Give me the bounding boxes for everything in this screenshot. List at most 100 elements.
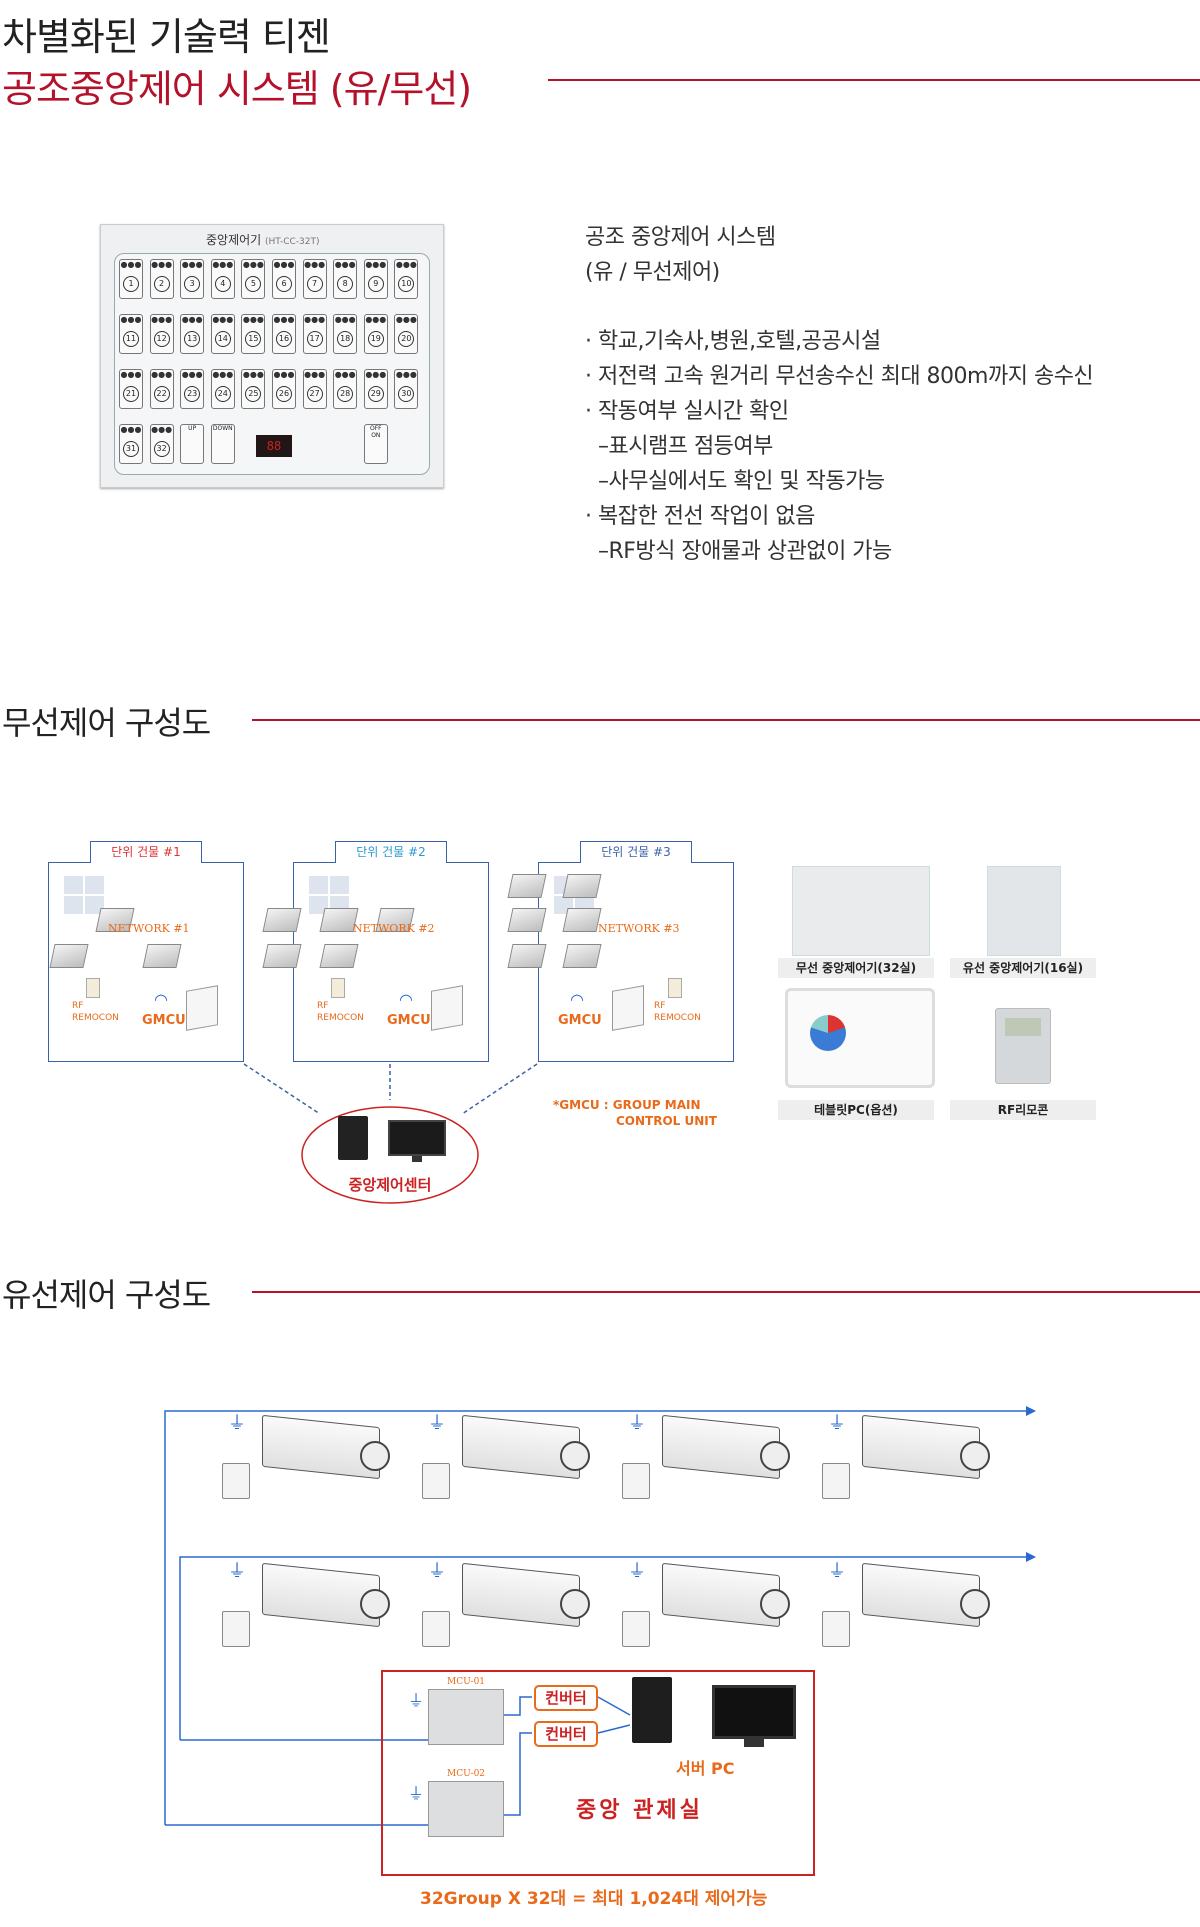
- building-2-gmcu-label: GMCU: [387, 1013, 431, 1028]
- ceiling-cassette-icon: [507, 944, 547, 968]
- panel-button-8: ●●●8: [333, 259, 358, 299]
- building-3-gmcu-label: GMCU: [558, 1013, 602, 1028]
- building-3-network-label: NETWORK #3: [598, 922, 680, 935]
- arrow-top-icon: [1026, 1406, 1036, 1416]
- panel-button-15: ●●●15: [241, 314, 266, 354]
- server-pc-label: 서버 PC: [676, 1759, 735, 1778]
- building-2-window-icon: [309, 876, 349, 914]
- converter-1-badge: 컨버터: [534, 1685, 598, 1711]
- wall-controller-icon: [422, 1463, 450, 1499]
- panel-button-26: ●●●26: [272, 369, 296, 409]
- ceiling-cassette-icon: [562, 874, 602, 898]
- desc-title-1: 공조 중앙제어 시스템: [585, 225, 776, 250]
- panel-label: 중앙제어기: [206, 233, 262, 247]
- duct-port-icon: [960, 1441, 990, 1471]
- wifi-icon: ◠: [154, 990, 168, 1009]
- duct-port-icon: [360, 1441, 390, 1471]
- gmcu-device-icon: [612, 985, 644, 1031]
- power-plug-icon: ⏚: [628, 1413, 646, 1434]
- capacity-note: 32Group X 32대 = 최대 1,024대 제어가능: [420, 1889, 768, 1909]
- panel-button-4: ●●●4: [210, 259, 235, 299]
- rf-remote-icon: [668, 978, 682, 998]
- product-caption-3: 테블릿PC(옵션): [778, 1100, 934, 1120]
- panel-button-29: ●●●29: [363, 369, 388, 409]
- panel-model: (HT-CC-32T): [265, 237, 320, 247]
- building-1-gmcu-label: GMCU: [142, 1013, 186, 1028]
- wall-controller-icon: [622, 1611, 650, 1647]
- product-wired-controller-image: [987, 866, 1061, 956]
- ceiling-cassette-icon: [507, 908, 547, 932]
- panel-button-1: ●●●1: [119, 259, 143, 299]
- intro-bullet-1: · 학교,기숙사,병원,호텔,공공시설: [585, 329, 881, 354]
- panel-button-25: ●●●25: [241, 369, 266, 409]
- product-wireless-controller-image: [792, 866, 930, 956]
- panel-button-16: ●●●16: [272, 314, 296, 354]
- wireless-divider: [252, 719, 1200, 721]
- product-tablet-image: [785, 988, 935, 1088]
- wifi-icon: ◠: [570, 990, 584, 1009]
- plug-icon-mcu2: ⏚: [408, 1784, 425, 1803]
- power-plug-icon: ⏚: [828, 1413, 846, 1434]
- building-1-network-label: NETWORK #1: [108, 922, 190, 935]
- tablet-pie-chart-icon: [810, 1015, 846, 1051]
- center-label: 중앙제어센터: [348, 1176, 432, 1194]
- panel-function-button-3: OFF ON: [363, 424, 388, 464]
- remocon-label: REMOCON: [72, 1013, 119, 1023]
- wall-controller-icon: [222, 1463, 250, 1499]
- control-room-box: [381, 1670, 815, 1876]
- rf-label: RF: [317, 1001, 329, 1011]
- ceiling-cassette-icon: [262, 908, 302, 932]
- panel-button-10: ●●●10: [394, 259, 419, 299]
- mcu2-to-converter: [500, 1732, 532, 1816]
- duct-port-icon: [760, 1441, 790, 1471]
- panel-button-27: ●●●27: [302, 369, 327, 409]
- panel-button-3: ●●●3: [180, 259, 205, 299]
- rf-remote-icon: [331, 978, 345, 998]
- panel-button-6: ●●●6: [272, 259, 296, 299]
- building-1-tab: 단위 건물 #1: [90, 841, 202, 863]
- panel-button-12: ●●●12: [149, 314, 174, 354]
- intro-bullet-3: · 작동여부 실시간 확인: [585, 399, 789, 424]
- center-monitor-icon: [388, 1120, 446, 1156]
- server-monitor-icon: [712, 1685, 796, 1739]
- panel-button-17: ●●●17: [302, 314, 327, 354]
- panel-button-30: ●●●30: [394, 369, 419, 409]
- building-3-tab: 단위 건물 #3: [580, 841, 692, 863]
- section-title-wireless: 무선제어 구성도: [2, 704, 211, 742]
- mcu1-to-converter: [500, 1696, 532, 1716]
- ceiling-cassette-icon: [507, 874, 547, 898]
- panel-button-9: ●●●9: [363, 259, 388, 299]
- ceiling-cassette-icon: [142, 944, 182, 968]
- gmcu-note-line2: CONTROL UNIT: [616, 1114, 717, 1128]
- panel-button-13: ●●●13: [180, 314, 205, 354]
- ceiling-cassette-icon: [319, 944, 359, 968]
- wifi-icon: ◠: [399, 990, 413, 1009]
- mcu-01-label: MCU-01: [447, 1677, 486, 1687]
- power-plug-icon: ⏚: [828, 1561, 846, 1582]
- rf-label: RF: [654, 1001, 666, 1011]
- building-2-network-label: NETWORK #2: [353, 922, 435, 935]
- wired-diagram: ⏚⏚⏚⏚⏚⏚⏚⏚ MCU-01 MCU-02 ⏚ ⏚ 컨버터 컨버터 서버 PC…: [0, 1395, 1200, 1909]
- panel-button-5: ●●●5: [241, 259, 266, 299]
- page-title-line1: 차별화된 기술력 티젠: [2, 15, 331, 59]
- wall-controller-icon: [822, 1611, 850, 1647]
- panel-button-28: ●●●28: [333, 369, 358, 409]
- mcu-02-label: MCU-02: [447, 1769, 486, 1779]
- power-plug-icon: ⏚: [428, 1561, 446, 1582]
- converter-2-badge: 컨버터: [534, 1721, 598, 1747]
- product-caption-2: 유선 중앙제어기(16실): [950, 958, 1096, 978]
- rf-remote-icon: [86, 978, 100, 998]
- wireless-diagram: 단위 건물 #1 NETWORK #1 RF REMOCON GMCU ◠ 단위 건물 #2…: [0, 830, 1200, 1210]
- remocon-label: REMOCON: [654, 1013, 701, 1023]
- panel-button-7: ●●●7: [302, 259, 327, 299]
- panel-button-20: ●●●20: [394, 314, 419, 354]
- arrow-bottom-icon: [1026, 1552, 1036, 1562]
- panel-function-button-1: UP: [180, 424, 205, 464]
- page-title-line2: 공조중앙제어 시스템 (유/무선): [2, 67, 472, 111]
- plug-icon-mcu1: ⏚: [408, 1691, 425, 1710]
- panel-button-11: ●●●11: [119, 314, 143, 354]
- duct-port-icon: [960, 1589, 990, 1619]
- building-2-tab: 단위 건물 #2: [335, 841, 447, 863]
- panel-button-14: ●●●14: [210, 314, 235, 354]
- panel-button-18: ●●●18: [333, 314, 358, 354]
